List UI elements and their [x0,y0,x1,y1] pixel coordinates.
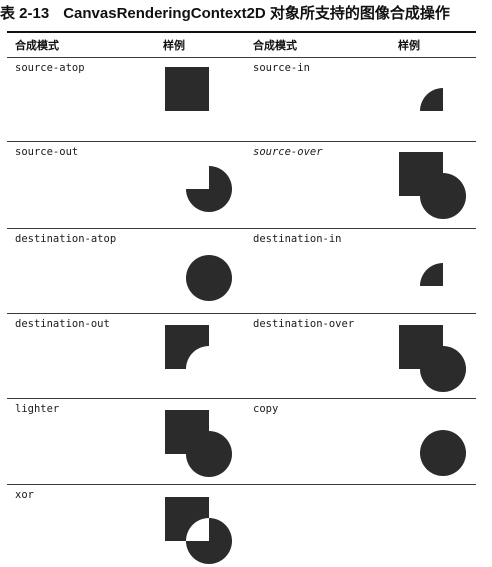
header-sample-right: 样例 [398,39,420,52]
table-header: 合成模式 样例 合成模式 样例 [0,37,492,55]
circle-shape [186,255,232,301]
mode-name-right: copy [253,403,279,415]
sample-left [165,410,235,480]
square-circle-union-icon [399,325,466,392]
table-row: xor [0,485,492,567]
circle-shape [186,431,232,477]
sample-right [399,152,469,222]
sample-right [399,242,469,312]
mode-name-left: source-atop [15,62,85,74]
table-row: destination-atop destination-in [0,229,492,313]
row-rule [7,141,476,142]
mode-name-right: destination-over [253,318,355,330]
mode-name-right: source-in [253,62,310,74]
circle-shape [420,430,466,476]
mode-name-right: destination-in [253,233,342,245]
table-row: source-out source-over [0,142,492,228]
mode-name-left: destination-out [15,318,110,330]
square-circle-union-icon [399,152,466,219]
sample-left [165,145,235,215]
quarter-circle-icon [420,88,443,111]
quarter-circle-shape [420,263,443,286]
circle-shape [420,346,466,392]
three-quarter-circle-shape [186,518,232,564]
table-row: source-atop source-in [0,58,492,141]
square-circle-xor-icon [165,497,232,564]
mode-name-left: lighter [15,403,60,415]
notched-square-shape [165,325,209,369]
three-quarter-circle-icon [186,166,232,212]
three-quarter-circle-shape [186,166,232,212]
sample-right [399,325,469,395]
square-circle-union-icon [165,410,232,477]
table-caption: 表 2-13 CanvasRenderingContext2D 对象所支持的图像合… [0,4,450,24]
sample-left [165,325,235,395]
square-icon [165,67,209,111]
row-rule [7,398,476,399]
circle-icon [420,430,466,476]
header-mode-right: 合成模式 [253,39,297,52]
sample-left [165,497,235,567]
table-title: CanvasRenderingContext2D 对象所支持的图像合成操作 [63,5,450,22]
square-shape [165,67,209,111]
row-rule [7,228,476,229]
sample-right [399,409,469,479]
circle-icon [186,255,232,301]
row-rule [7,484,476,485]
quarter-circle-shape [420,88,443,111]
quarter-circle-icon [420,263,443,286]
table-row: destination-out destination-over [0,314,492,398]
table-number: 表 2-13 [0,5,50,22]
notched-square-icon [165,325,209,369]
circle-shape [420,173,466,219]
sample-right [399,67,469,137]
header-rule [7,57,476,58]
header-sample-left: 样例 [163,39,185,52]
sample-left [165,234,235,304]
table-row: lighter copy [0,399,492,484]
mode-name-left: xor [15,489,34,501]
table-top-rule [7,31,476,33]
sample-left [165,67,235,137]
mode-name-left: source-out [15,146,79,158]
notched-square-shape [165,497,209,541]
mode-name-right: source-over [253,146,323,158]
mode-name-left: destination-atop [15,233,117,245]
row-rule [7,313,476,314]
header-mode-left: 合成模式 [15,39,59,52]
